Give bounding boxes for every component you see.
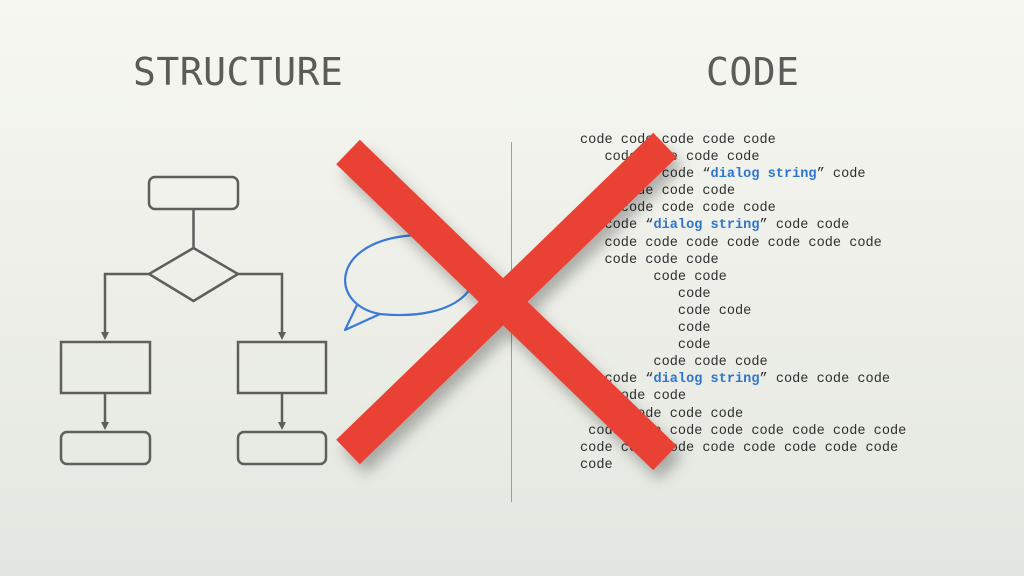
code-line: code code [580,303,906,320]
code-text: code [677,338,711,354]
flowchart-process-right [236,340,328,395]
dialog-string: dialog string [653,218,760,234]
flowchart-branch-right [238,272,286,340]
code-text: ” code code code [759,372,891,388]
code-text: code code code code code [580,133,776,148]
code-text: code code code [604,252,719,268]
code-line: code code code code code [580,132,906,149]
code-line: code code code code code code code code [580,440,906,457]
code-line: code “dialog string” code code [580,217,906,234]
code-text: code code [653,269,727,285]
code-line: code “dialog string” code code code [580,371,906,388]
flowchart-end-left [59,430,152,466]
code-text: code [580,457,613,473]
flowchart-process-left [59,340,152,395]
code-line: code code code code code code code [580,235,906,252]
code-line: code code code [580,354,906,371]
code-line: code [580,320,906,337]
code-text: code code [677,303,752,319]
flowchart-branch-left [101,272,149,340]
code-text: code code code [653,355,768,371]
code-text: code “ [604,218,654,234]
code-text: code code code code code code code code [580,440,899,456]
code-line: code [580,457,906,474]
flowchart [59,175,328,466]
code-line: code [580,337,906,354]
code-text: ” code code [759,218,850,234]
flowchart-end-right [236,430,328,466]
flowchart-start-node [147,175,240,211]
code-line: code code code [580,252,906,269]
code-heading: CODE [706,50,800,94]
code-text: code [677,286,711,302]
code-text: code [677,321,711,337]
dialog-string: dialog string [653,372,760,388]
code-line: code [580,286,906,303]
code-text: code “ [604,372,654,388]
code-text: code code code code code code code [604,235,882,251]
cross-mark-icon [336,132,677,471]
flowchart-decision-node [146,246,241,303]
structure-heading: STRUCTURE [133,50,344,94]
code-line: code code [580,269,906,286]
dialog-string: dialog string [710,167,817,183]
code-text: ” code [816,167,866,183]
